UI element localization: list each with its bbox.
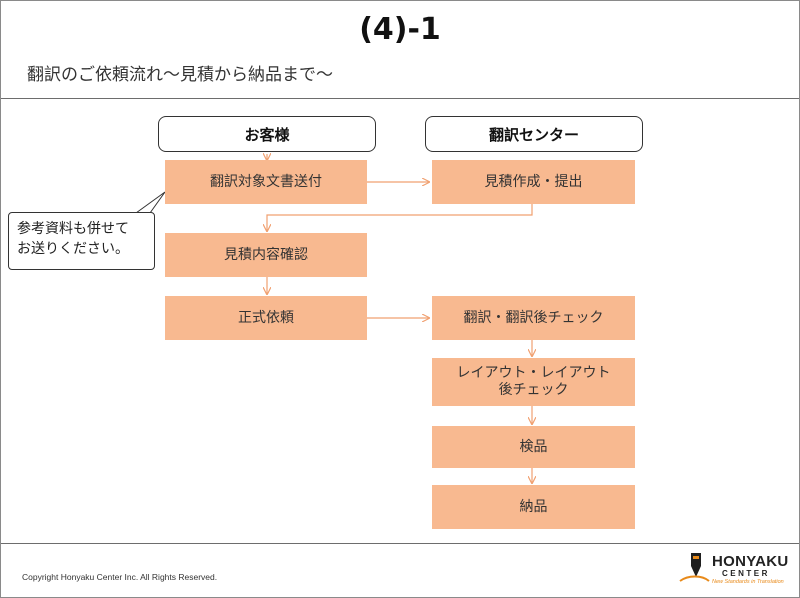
logo-name: HONYAKU: [712, 553, 789, 570]
callout-pointer: [135, 191, 166, 214]
title-divider: [1, 98, 799, 99]
slide-subtitle: 翻訳のご依頼流れ〜見積から納品まで〜: [27, 65, 333, 85]
copyright-text: Copyright Honyaku Center Inc. All Rights…: [22, 572, 218, 582]
customer-lane-header: お客様: [158, 116, 376, 152]
honyaku-center-logo: HONYAKU CENTER New Standards in Translat…: [678, 551, 788, 587]
step-send-documents: 翻訳対象文書送付: [165, 160, 367, 204]
logo-tagline: New Standards in Translation: [712, 579, 784, 585]
step-create-quote: 見積作成・提出: [432, 160, 635, 204]
footer-divider: [1, 543, 799, 544]
arrow-quote-to-confirm: [267, 204, 533, 231]
step-delivery: 納品: [432, 485, 635, 529]
reference-callout: 参考資料も併せて お送りください。: [8, 212, 155, 270]
step-translation-check: 翻訳・翻訳後チェック: [432, 296, 635, 340]
center-lane-header: 翻訳センター: [425, 116, 643, 152]
step-formal-order: 正式依頼: [165, 296, 367, 340]
slide-title: (4)-1: [359, 12, 441, 47]
step-layout-check: レイアウト・レイアウト 後チェック: [432, 358, 635, 406]
step-inspection: 検品: [432, 426, 635, 468]
pen-nib-icon: [679, 553, 710, 582]
logo-sub: CENTER: [722, 569, 770, 578]
step-confirm-quote: 見積内容確認: [165, 233, 367, 277]
callout-text: 参考資料も併せて お送りください。: [17, 221, 129, 257]
